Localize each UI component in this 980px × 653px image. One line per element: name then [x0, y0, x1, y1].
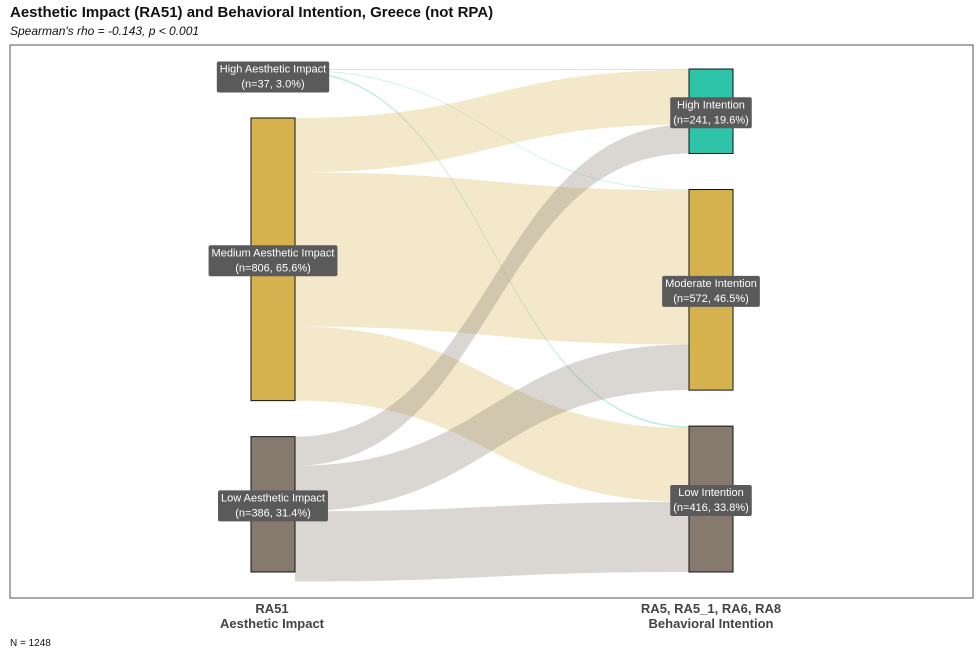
left-node-name-2: Low Aesthetic Impact	[221, 492, 325, 504]
left-node-label-2: Low Aesthetic Impact (n=386, 31.4%)	[218, 490, 328, 522]
right-node-stats-0: (n=241, 19.6%)	[673, 114, 749, 126]
left-node-label-box-1	[208, 245, 338, 277]
right-node-label-box-0	[670, 97, 752, 129]
right-node-label-2: Low Intention (n=416, 33.8%)	[670, 485, 752, 517]
left-node-label-1: Medium Aesthetic Impact (n=806, 65.6%)	[208, 245, 338, 277]
left-node-label-box-0	[216, 61, 330, 93]
flow-1-to-0	[295, 70, 689, 173]
sample-size-note: N = 1248	[10, 638, 51, 649]
labels-layer: High Aesthetic Impact (n=37, 3.0%) Medium …	[208, 61, 760, 522]
left-node-label-box-2	[218, 490, 328, 522]
flow-2-to-1	[295, 344, 689, 512]
chart-subtitle: Spearman's rho = -0.143, p < 0.001	[10, 24, 199, 38]
plot-frame	[9, 44, 974, 599]
right-node-label-0: High Intention (n=241, 19.6%)	[670, 97, 752, 129]
flow-0-to-0	[295, 69, 689, 71]
right-node-stats-2: (n=416, 33.8%)	[673, 502, 749, 514]
right-node-name-0: High Intention	[677, 99, 745, 111]
flow-0-to-1	[295, 70, 689, 191]
left-node-stats-0: (n=37, 3.0%)	[241, 78, 304, 90]
chart-title: Aesthetic Impact (RA51) and Behavioral I…	[10, 4, 493, 21]
left-node-name-0: High Aesthetic Impact	[220, 63, 326, 75]
flow-1-to-1	[295, 172, 689, 345]
right-node-label-box-1	[662, 275, 760, 307]
flow-0-to-2	[295, 70, 689, 428]
right-axis-title: Behavioral Intention	[649, 616, 774, 631]
left-node-name-1: Medium Aesthetic Impact	[212, 247, 335, 259]
flow-1-to-2	[295, 326, 689, 502]
left-node-stats-1: (n=806, 65.6%)	[235, 262, 311, 274]
flows-layer	[295, 69, 689, 582]
left-node-label-0: High Aesthetic Impact (n=37, 3.0%)	[216, 61, 330, 93]
right-axis-code: RA5, RA5_1, RA6, RA8	[641, 601, 781, 616]
right-node-stats-1: (n=572, 46.5%)	[673, 293, 749, 305]
flow-2-to-2	[295, 501, 689, 582]
right-node-name-2: Low Intention	[678, 487, 743, 499]
left-axis-title: Aesthetic Impact	[220, 616, 325, 631]
right-node-name-1: Moderate Intention	[665, 278, 757, 290]
left-axis-code: RA51	[255, 601, 288, 616]
right-node-label-1: Moderate Intention (n=572, 46.5%)	[662, 275, 760, 307]
right-node-label-box-2	[670, 485, 752, 517]
left-node-stats-2: (n=386, 31.4%)	[235, 507, 311, 519]
flow-2-to-0	[295, 124, 689, 466]
